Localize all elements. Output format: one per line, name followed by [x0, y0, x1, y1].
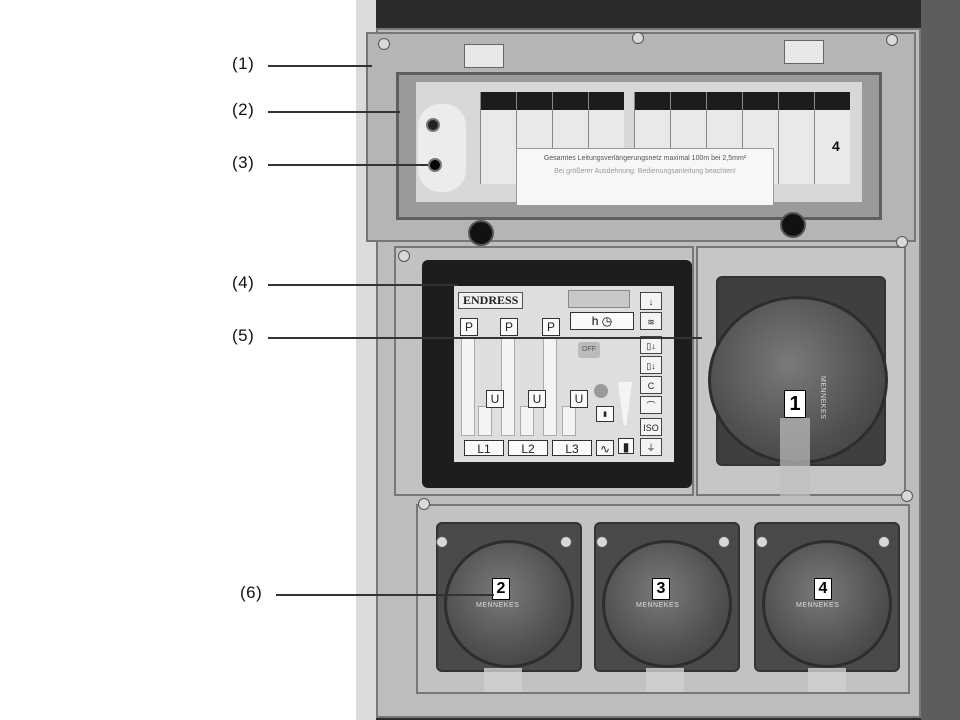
breaker-number: 4: [832, 138, 840, 154]
voltage-bar-l3: [562, 406, 576, 436]
circuit-breaker[interactable]: [480, 92, 516, 184]
bar-indicator: ▮: [596, 406, 614, 422]
leader-line-4: [268, 284, 458, 286]
socket-2[interactable]: [444, 540, 574, 668]
leader-line-5: [268, 337, 702, 339]
callout-2: (2): [232, 100, 255, 119]
power-button-l3[interactable]: P: [542, 318, 560, 336]
sign-line-2: Bei größerer Ausdehnung: Bedienungsanlei…: [554, 168, 736, 175]
callout-1: (1): [232, 54, 255, 73]
callout-3: (3): [232, 153, 255, 172]
clock-icon: ◷: [601, 314, 613, 328]
phase-l3[interactable]: L3: [552, 440, 592, 456]
socket-2-number: 2: [492, 578, 510, 600]
lock-knob-icon[interactable]: [468, 220, 494, 246]
side-key[interactable]: ▯↓: [640, 356, 662, 374]
side-key[interactable]: C: [640, 376, 662, 394]
screw-icon: [398, 250, 410, 262]
frequency-icon: ∿: [596, 440, 614, 456]
screw-icon: [596, 536, 608, 548]
indicator-lamp-icon: [428, 158, 442, 172]
side-key[interactable]: ⌒: [640, 396, 662, 414]
sign-line-1: Gesamtes Leitungsverlängerungsnetz maxim…: [543, 155, 747, 162]
screw-icon: [901, 490, 913, 502]
indicator-lamp-icon: [426, 118, 440, 132]
hour-meter: h ◷: [570, 312, 634, 330]
lock-knob-icon[interactable]: [780, 212, 806, 238]
right-side: [921, 0, 960, 720]
off-button[interactable]: OFF: [578, 342, 600, 358]
socket-1-latch[interactable]: [780, 418, 810, 518]
hinge-icon: [784, 40, 824, 64]
socket-1-brand: MENNEKES: [819, 376, 826, 420]
socket-4-latch[interactable]: [808, 668, 846, 692]
screw-icon: [896, 236, 908, 248]
circuit-breaker[interactable]: [778, 92, 814, 184]
screw-icon: [886, 34, 898, 46]
socket-4-brand: MENNEKES: [796, 602, 840, 609]
side-key[interactable]: ≋: [640, 312, 662, 330]
fuel-icon: ▮: [618, 438, 634, 454]
voltage-button-l3[interactable]: U: [570, 390, 588, 408]
screw-icon: [718, 536, 730, 548]
side-key[interactable]: ISO: [640, 418, 662, 436]
socket-3-number: 3: [652, 578, 670, 600]
socket-4-number: 4: [814, 578, 832, 600]
phase-l2[interactable]: L2: [508, 440, 548, 456]
power-button-l1[interactable]: P: [460, 318, 478, 336]
side-key[interactable]: ↓: [640, 292, 662, 310]
leader-line-3: [268, 164, 428, 166]
socket-3-brand: MENNEKES: [636, 602, 680, 609]
digit-readout: [568, 290, 630, 308]
power-bar-l2: [501, 338, 515, 436]
side-key[interactable]: ⏚: [640, 438, 662, 456]
voltage-button-l2[interactable]: U: [528, 390, 546, 408]
leader-line-1: [268, 65, 372, 67]
callout-4: (4): [232, 273, 255, 292]
cable-length-sign: Gesamtes Leitungsverlängerungsnetz maxim…: [516, 148, 774, 206]
status-light-icon: [594, 384, 608, 398]
socket-4[interactable]: [762, 540, 892, 668]
screw-icon: [436, 536, 448, 548]
circuit-breaker[interactable]: [814, 92, 850, 184]
screw-icon: [560, 536, 572, 548]
socket-3-latch[interactable]: [646, 668, 684, 692]
leader-line-2: [268, 111, 400, 113]
hour-label: h: [591, 314, 599, 328]
screw-icon: [632, 32, 644, 44]
leader-line-6: [276, 594, 494, 596]
callout-5: (5): [232, 326, 255, 345]
socket-3[interactable]: [602, 540, 732, 668]
screw-icon: [418, 498, 430, 510]
socket-1-number: 1: [784, 390, 806, 418]
socket-2-latch[interactable]: [484, 668, 522, 692]
voltage-bar-l1: [478, 406, 492, 436]
power-bar-l3: [543, 338, 557, 436]
power-button-l2[interactable]: P: [500, 318, 518, 336]
side-key[interactable]: ▯↓: [640, 336, 662, 354]
power-bar-l1: [461, 338, 475, 436]
hinge-icon: [464, 44, 504, 68]
screw-icon: [378, 38, 390, 50]
voltage-button-l1[interactable]: U: [486, 390, 504, 408]
phase-l1[interactable]: L1: [464, 440, 504, 456]
screw-icon: [756, 536, 768, 548]
voltage-bar-l2: [520, 406, 534, 436]
endress-logo: ENDRESS: [458, 292, 524, 309]
screw-icon: [878, 536, 890, 548]
socket-2-brand: MENNEKES: [476, 602, 520, 609]
indicator-plate: [418, 104, 466, 192]
distribution-panel-photo: 4 Gesamtes Leitungsverlängerungsnetz max…: [356, 0, 960, 720]
callout-6: (6): [240, 583, 263, 602]
